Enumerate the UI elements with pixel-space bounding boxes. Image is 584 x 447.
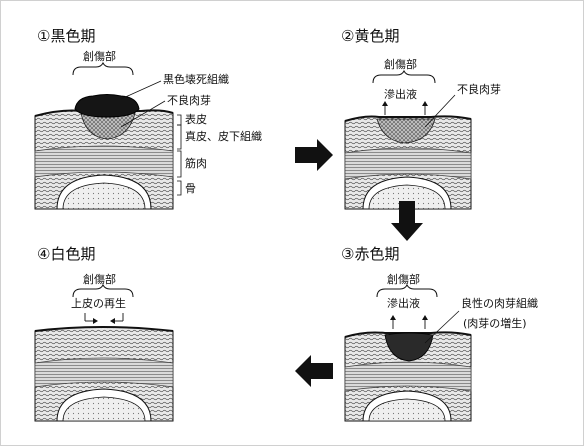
panel-4-regen-arrowhead-left [93,318,98,324]
panel-4-label-regeneration: 上皮の再生 [71,296,126,310]
panel-4-wound-brace [72,283,134,298]
panel-1-label-bone: 骨 [185,182,196,195]
panel-1-bracket-bone [177,180,182,196]
panel-3-title: ③赤色期 [341,245,399,263]
panel-2-wound-label: 創傷部 [384,57,417,71]
panel-1-leader-granulation [120,100,166,128]
panel-1-label-necrosis: 黒色壊死組織 [163,72,229,86]
panel-1-label-muscle: 筋肉 [185,156,207,170]
panel-4-title: ④白色期 [37,245,95,263]
panel-4-wound-label: 創傷部 [83,272,116,286]
panel-1-bracket-epidermis [177,114,182,126]
panel-4-regen-arrowhead-right [110,318,115,324]
panel-1-wound-brace [72,61,134,76]
panel-2-title: ②黄色期 [341,27,399,45]
panel-2-poor-granulation [376,118,436,144]
panel-4-white-stage: ④白色期 創傷部 上皮の再生 [34,245,174,422]
panel-3-wound-label: 創傷部 [387,272,420,286]
panel-3-label-good-granulation: 良性の肉芽組織 [461,296,538,310]
panel-2-wound-brace [372,69,436,84]
panel-2-tissue-block [344,115,472,210]
panel-4-tissue-block [34,326,174,422]
panel-1-wound-label: 創傷部 [83,49,116,63]
panel-1-bracket-muscle [177,150,182,178]
panel-2-leader-granulation [424,94,456,128]
panel-2-label-exudate: 滲出液 [384,87,417,101]
panel-2-exudate-arrowhead-left [382,101,388,106]
panel-1-label-epidermis: 表皮 [185,112,207,126]
panel-1-black-necrosis [74,94,140,118]
arrow-left-3-to-4 [295,355,333,387]
panel-1-black-stage: ①黒色期 創傷部 黒色壊死組織 不良肉芽 表皮 真皮、皮下組織 筋肉 骨 [34,27,262,210]
panel-3-good-granulation [384,332,434,362]
panel-3-label-exudate: 滲出液 [387,296,420,310]
panel-3-red-stage: ③赤色期 創傷部 滲出液 良性の肉芽組織 (肉芽の増生) [341,245,538,422]
panel-2-yellow-stage: ②黄色期 創傷部 滲出液 不良肉芽 [341,27,501,210]
panel-1-poor-granulation [80,112,136,140]
panel-3-tissue-block [344,331,472,422]
panel-1-title: ①黒色期 [37,27,95,45]
panel-3-leader-granulation [424,310,460,344]
panel-3-exudate-arrowhead-left [390,315,396,320]
arrow-down-2-to-3 [391,201,423,241]
panel-3-label-growth: (肉芽の増生) [463,316,527,330]
panel-1-label-poor-granulation: 不良肉芽 [167,93,211,107]
panel-2-exudate-arrowhead-right [422,101,428,106]
panel-2-label-poor-granulation: 不良肉芽 [457,82,501,96]
arrow-right-1-to-2 [295,139,333,171]
panel-1-leader-necrosis [120,80,162,100]
panel-3-exudate-arrowhead-right [422,315,428,320]
panel-1-label-dermis: 真皮、皮下組織 [185,129,262,143]
panel-1-bracket-dermis [177,124,182,150]
panel-3-wound-brace [376,283,438,298]
